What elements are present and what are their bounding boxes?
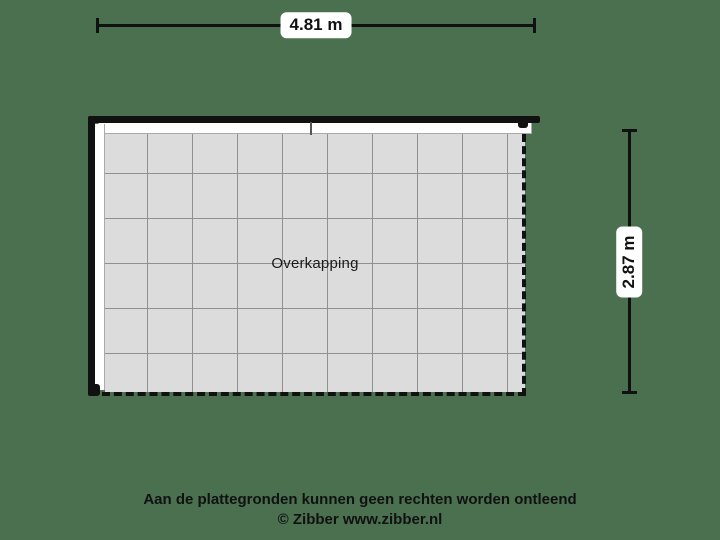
footer-disclaimer: Aan de plattegronden kunnen geen rechten… [143,491,577,508]
wall-corner-bottom-left [88,384,100,396]
room-floor-grid [105,134,525,392]
wall-left-cavity [95,124,105,390]
wall-left [88,116,95,396]
depth-dimension-tick-top [622,129,637,132]
room-overkapping: Overkapping [88,116,540,396]
open-edge-right [522,134,526,396]
depth-dimension-label: 2.87 m [616,226,642,297]
depth-dimension-tick-bottom [622,391,637,394]
plan-footer: Aan de plattegronden kunnen geen rechten… [0,490,720,531]
wall-top [88,116,540,123]
width-dimension-tick-right [533,18,536,33]
width-dimension-tick-left [96,18,99,33]
wall-top-cavity [98,123,532,134]
wall-top-joint-mark [310,122,312,135]
depth-dimension-line: 2.87 m [616,129,642,394]
width-dimension-label: 4.81 m [280,12,352,38]
wall-corner-top-right [518,116,528,128]
open-edge-bottom [102,392,526,396]
width-dimension-line: 4.81 m [96,12,536,38]
footer-credit: © Zibber www.zibber.nl [277,511,443,529]
